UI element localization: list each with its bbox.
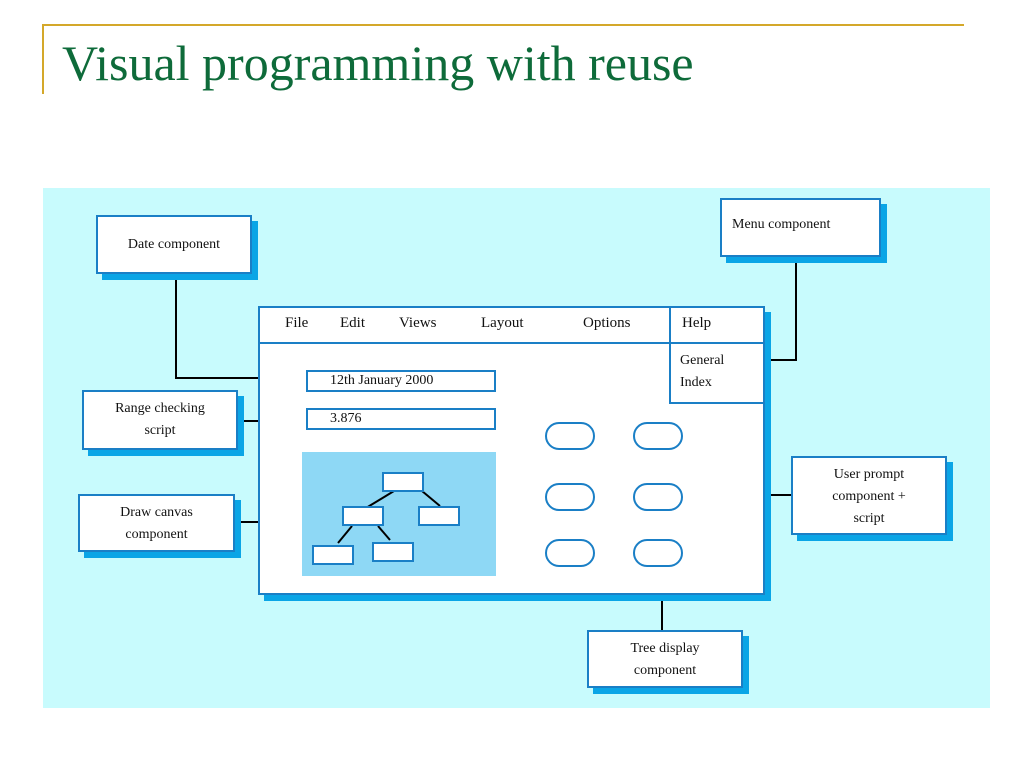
range-checking-label-1: Range checking (115, 401, 205, 416)
user-prompt-label-1: User prompt (833, 467, 905, 482)
tree-node-left-left (312, 545, 354, 565)
tree-edge (377, 525, 391, 541)
tree-edge (421, 490, 441, 507)
date-component-box: Date component (96, 215, 252, 274)
menu-component-label: Menu component (732, 217, 831, 232)
tree-edge (337, 525, 353, 544)
tree-node-left-right (372, 542, 414, 562)
tree-display-label-1: Tree display (630, 641, 700, 656)
help-dropdown: General Index (680, 350, 724, 394)
connector-date-h (175, 377, 306, 379)
tree-display-label-2: component (633, 663, 697, 678)
draw-canvas[interactable] (302, 452, 496, 576)
help-menu-border (669, 308, 671, 404)
user-prompt-box: User prompt component + script (791, 456, 947, 535)
tree-node-root (382, 472, 424, 492)
prompt-button-4[interactable] (633, 483, 683, 511)
user-prompt-label-3: script (853, 511, 885, 526)
tree-connectors (337, 490, 441, 544)
connector-date (175, 274, 177, 378)
menu-help[interactable]: Help (682, 315, 712, 331)
connector-menu-h (748, 359, 797, 361)
tree-node-right (418, 506, 460, 526)
title-rule-vertical (42, 24, 44, 94)
menu-options[interactable]: Options (583, 315, 631, 331)
help-menu-bottom-border (669, 402, 765, 404)
menu-bar: File Edit Views Layout Options Help (260, 308, 763, 344)
draw-canvas-box: Draw canvas component (78, 494, 235, 552)
connector-menu-v (795, 258, 797, 360)
help-item-index[interactable]: Index (680, 375, 712, 390)
tree-node-left (342, 506, 384, 526)
user-prompt-label-2: component + (832, 489, 906, 504)
prompt-button-1[interactable] (545, 422, 595, 450)
draw-canvas-label-1: Draw canvas (120, 505, 193, 520)
menu-layout[interactable]: Layout (481, 315, 524, 331)
tree-display-box: Tree display component (587, 630, 743, 688)
menu-component-box: Menu component (720, 198, 881, 257)
range-checking-label-2: script (144, 423, 176, 438)
help-item-general[interactable]: General (680, 353, 725, 368)
tree-edge (365, 490, 395, 509)
prompt-button-6[interactable] (633, 539, 683, 567)
prompt-button-2[interactable] (633, 422, 683, 450)
title-rule-horizontal (42, 24, 964, 26)
menu-file[interactable]: File (285, 315, 309, 331)
app-window-mockup: File Edit Views Layout Options Help Gene… (258, 306, 765, 595)
range-checking-box: Range checking script (82, 390, 238, 450)
menu-edit[interactable]: Edit (340, 315, 365, 331)
menu-views[interactable]: Views (399, 315, 437, 331)
prompt-button-3[interactable] (545, 483, 595, 511)
date-field[interactable]: 12th January 2000 (306, 370, 496, 392)
slide-title: Visual programming with reuse (62, 35, 694, 91)
number-field[interactable]: 3.876 (306, 408, 496, 430)
date-component-label: Date component (127, 237, 221, 252)
prompt-button-5[interactable] (545, 539, 595, 567)
connector-treedisplay (661, 566, 663, 632)
draw-canvas-label-2: component (125, 527, 188, 542)
